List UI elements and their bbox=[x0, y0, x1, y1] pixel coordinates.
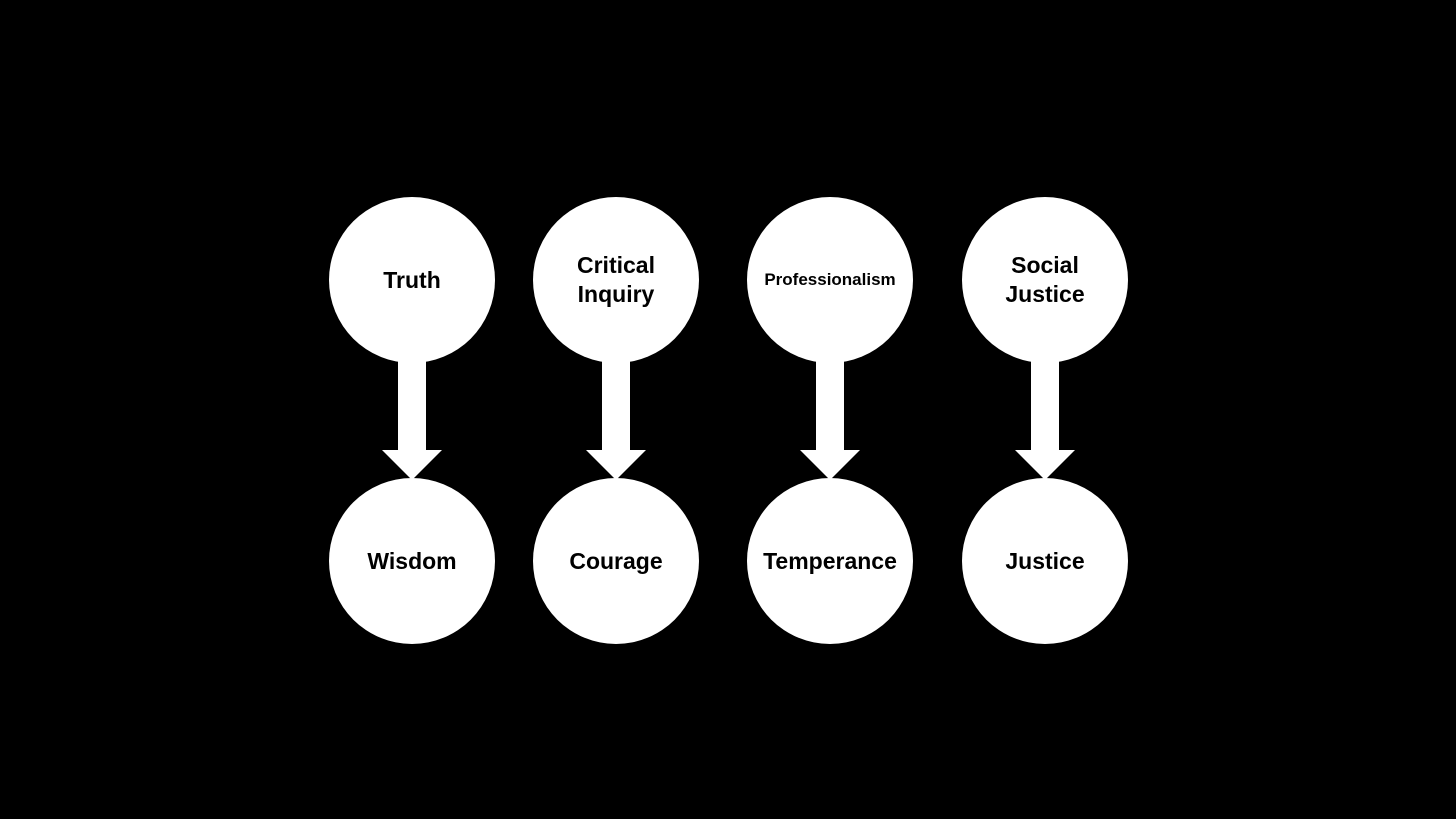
arrow-down-3 bbox=[800, 356, 860, 480]
node-label: Professionalism bbox=[764, 270, 896, 289]
node-label: Temperance bbox=[763, 547, 897, 574]
node-social-justice: Social Justice bbox=[962, 197, 1128, 363]
node-courage: Courage bbox=[533, 478, 699, 644]
arrow-down-2 bbox=[586, 356, 646, 480]
node-label: Critical Inquiry bbox=[577, 252, 655, 307]
node-justice: Justice bbox=[962, 478, 1128, 644]
node-label: Wisdom bbox=[367, 547, 457, 574]
node-temperance: Temperance bbox=[747, 478, 913, 644]
arrow-down-1 bbox=[382, 356, 442, 480]
node-critical-inquiry: Critical Inquiry bbox=[533, 197, 699, 363]
node-wisdom: Wisdom bbox=[329, 478, 495, 644]
node-label: Justice bbox=[1005, 547, 1085, 574]
node-label: Courage bbox=[569, 547, 663, 574]
arrow-down-4 bbox=[1015, 356, 1075, 480]
node-label: Social Justice bbox=[1005, 252, 1085, 307]
node-professionalism: Professionalism bbox=[747, 197, 913, 363]
node-label: Truth bbox=[383, 266, 441, 293]
node-truth: Truth bbox=[329, 197, 495, 363]
